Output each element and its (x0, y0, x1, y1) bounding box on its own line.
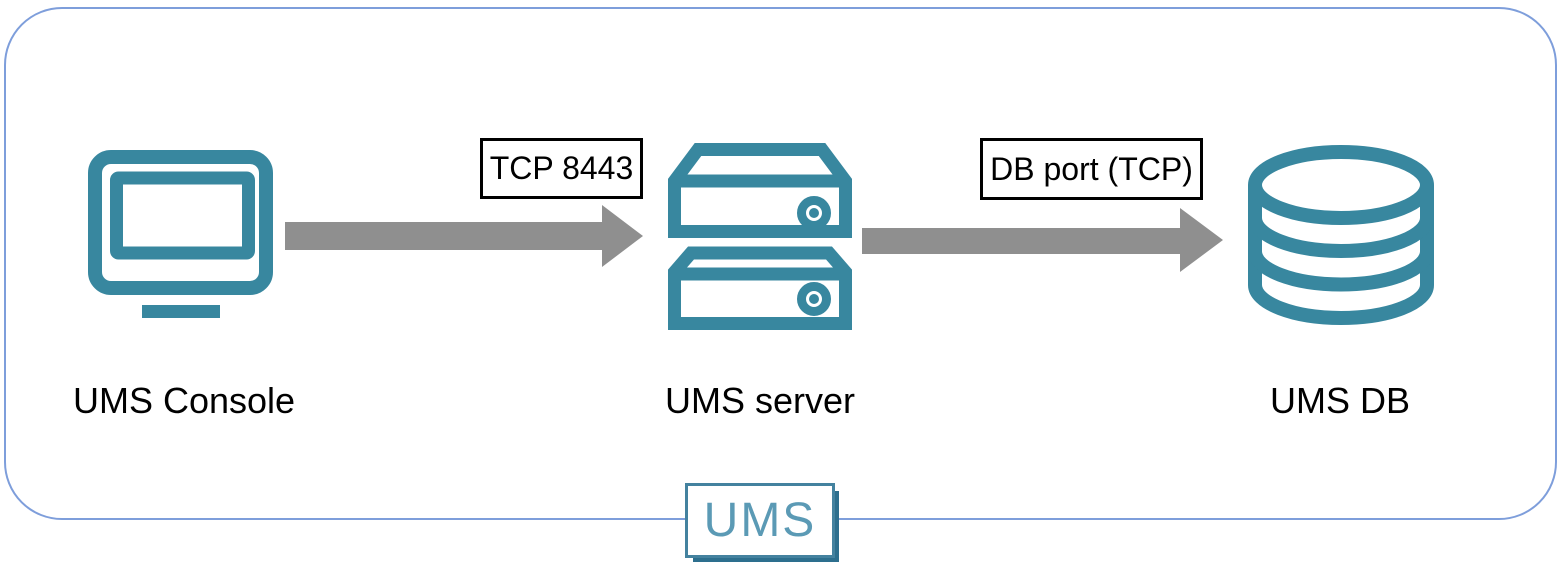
server-icon (668, 143, 852, 330)
node-label-ums-db: UMS DB (1269, 380, 1410, 421)
connection-label-tcp-8443: TCP 8443 (480, 138, 643, 199)
ums-badge: UMS (685, 483, 835, 558)
connection-label-db-port: DB port (TCP) (980, 138, 1203, 200)
arrow-server-to-db (862, 208, 1223, 272)
database-icon (1248, 145, 1434, 325)
monitor-icon (88, 150, 273, 318)
arrow-console-to-server (285, 205, 643, 267)
node-label-ums-console: UMS Console (72, 380, 296, 421)
node-label-ums-server: UMS server (664, 380, 856, 421)
